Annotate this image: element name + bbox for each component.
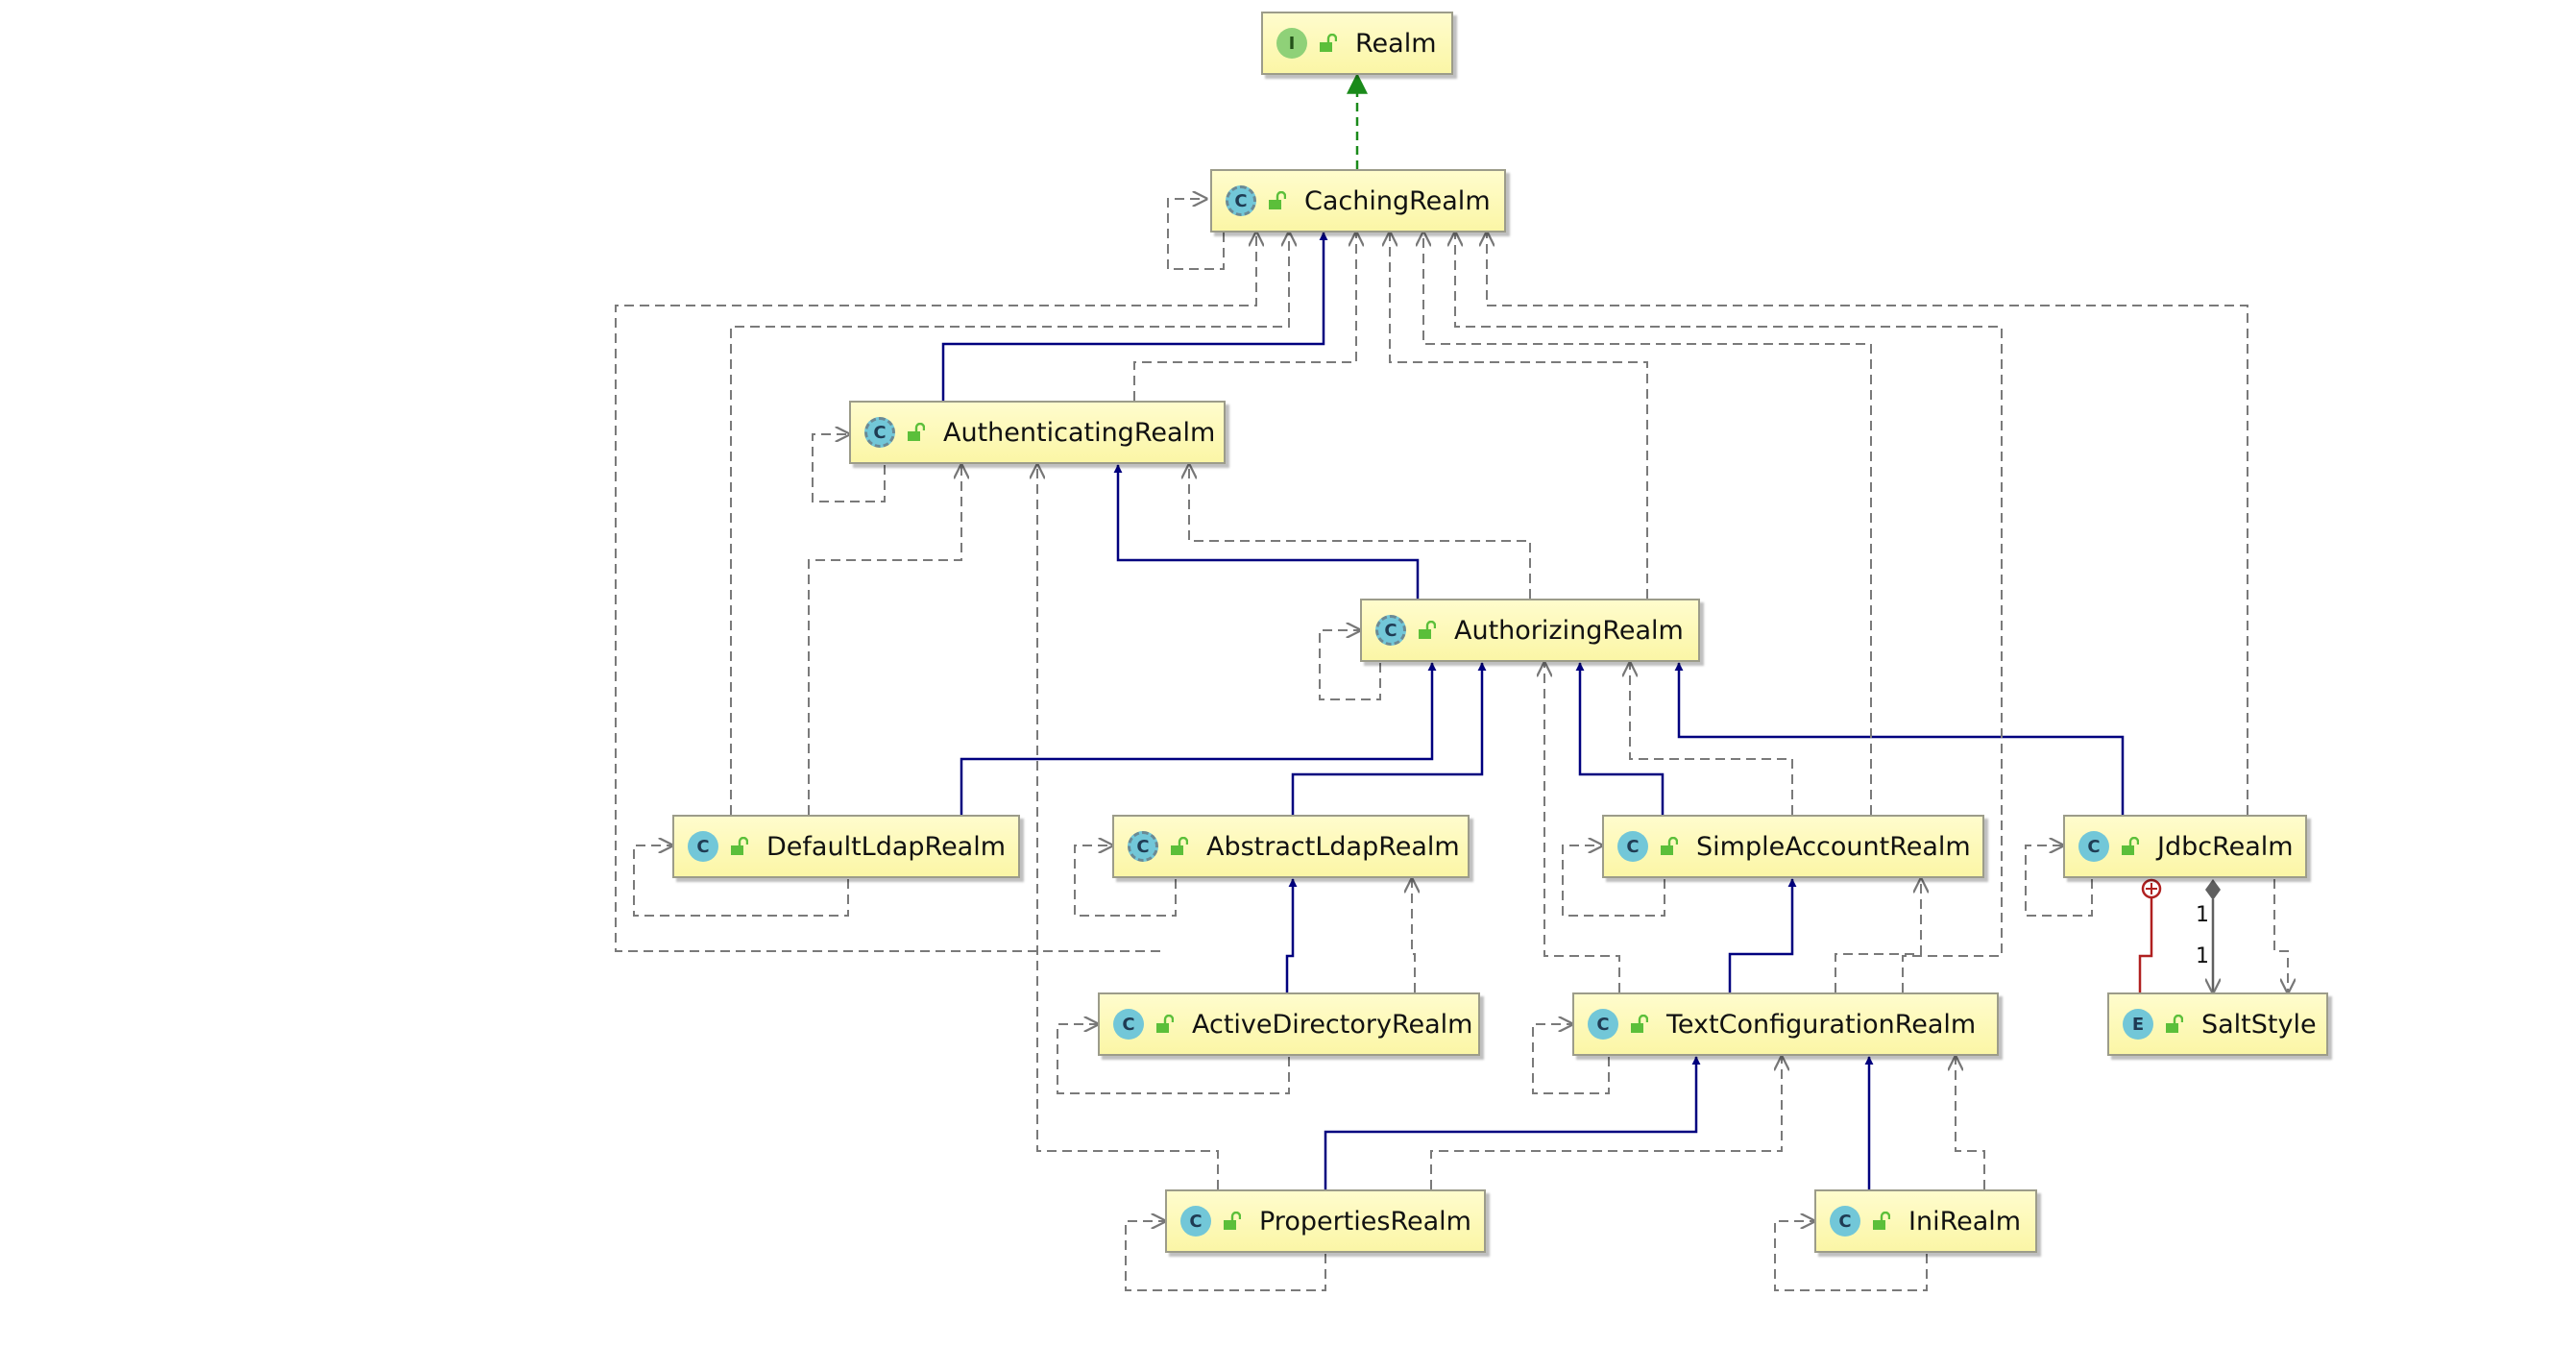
node-name: JdbcRealm: [2157, 831, 2294, 862]
node-realm[interactable]: I Realm: [1261, 12, 1453, 75]
abstract-class-icon: C: [1226, 185, 1256, 216]
node-simple-account-realm[interactable]: C SimpleAccountRealm: [1602, 815, 1984, 878]
unlocked-icon: [1317, 33, 1338, 54]
unlocked-icon: [1870, 1211, 1891, 1232]
enum-icon: E: [2123, 1009, 2153, 1040]
node-name: AbstractLdapRealm: [1206, 831, 1460, 862]
unlocked-icon: [1168, 836, 1189, 857]
extends-abstractldap-authorizing: [1291, 662, 1487, 815]
unlocked-icon: [1628, 1014, 1649, 1035]
unlocked-icon: [728, 836, 749, 857]
node-name: PropertiesRealm: [1259, 1206, 1471, 1237]
node-abstract-ldap-realm[interactable]: C AbstractLdapRealm: [1112, 815, 1470, 878]
node-name: SaltStyle: [2201, 1009, 2317, 1040]
class-icon: C: [1180, 1206, 1211, 1237]
extends-authenticating-caching: [941, 232, 1328, 401]
node-active-directory-realm[interactable]: C ActiveDirectoryRealm: [1098, 992, 1480, 1056]
extends-simpleaccount-authorizing: [1575, 662, 1665, 815]
class-icon: C: [1830, 1206, 1860, 1237]
node-text-configuration-realm[interactable]: C TextConfigurationRealm: [1572, 992, 1999, 1056]
node-name: TextConfigurationRealm: [1666, 1009, 1977, 1040]
class-icon: C: [1617, 831, 1648, 862]
extends-defaultldap-authorizing: [960, 662, 1437, 815]
node-properties-realm[interactable]: C PropertiesRealm: [1165, 1189, 1486, 1253]
abstract-class-icon: C: [1375, 615, 1406, 646]
node-name: CachingRealm: [1304, 185, 1491, 216]
node-salt-style[interactable]: E SaltStyle: [2107, 992, 2328, 1056]
unlocked-icon: [2163, 1014, 2184, 1035]
node-name: AuthorizingRealm: [1454, 615, 1684, 646]
composition-line: [2205, 879, 2221, 992]
unlocked-icon: [1266, 190, 1287, 211]
extends-properties-textconfig: [1324, 1056, 1701, 1189]
multiplicity-label: 1: [2196, 944, 2209, 968]
unlocked-icon: [2119, 836, 2140, 857]
extends-authorizing-authenticating: [1113, 464, 1420, 599]
extends-activedirectory-abstractldap: [1285, 878, 1298, 992]
dependency-lines: [615, 199, 2288, 1291]
nested-class-line: [2138, 878, 2162, 992]
node-authenticating-realm[interactable]: C AuthenticatingRealm: [849, 401, 1226, 464]
class-icon: C: [1113, 1009, 1144, 1040]
extends-jdbc-authorizing: [1674, 662, 2125, 815]
node-caching-realm[interactable]: C CachingRealm: [1210, 169, 1506, 233]
class-icon: C: [2078, 831, 2109, 862]
node-authorizing-realm[interactable]: C AuthorizingRealm: [1360, 599, 1700, 662]
node-default-ldap-realm[interactable]: C DefaultLdapRealm: [672, 815, 1020, 878]
abstract-class-icon: C: [864, 417, 895, 448]
multiplicity-label: 1: [2196, 903, 2209, 927]
unlocked-icon: [1658, 836, 1679, 857]
node-ini-realm[interactable]: C IniRealm: [1814, 1189, 2037, 1253]
node-name: AuthenticatingRealm: [943, 417, 1216, 448]
unlocked-icon: [1154, 1014, 1175, 1035]
unlocked-icon: [1221, 1211, 1242, 1232]
node-name: SimpleAccountRealm: [1696, 831, 1971, 862]
node-name: DefaultLdapRealm: [766, 831, 1007, 862]
node-name: ActiveDirectoryRealm: [1192, 1009, 1473, 1040]
class-icon: C: [688, 831, 718, 862]
extends-textconfig-simpleaccount: [1728, 878, 1797, 992]
unlocked-icon: [1416, 620, 1437, 641]
node-jdbc-realm[interactable]: C JdbcRealm: [2063, 815, 2307, 878]
node-name: Realm: [1355, 28, 1437, 59]
interface-icon: I: [1276, 28, 1307, 59]
class-icon: C: [1588, 1009, 1618, 1040]
extends-lines: [941, 232, 2125, 1189]
abstract-class-icon: C: [1128, 831, 1158, 862]
node-name: IniRealm: [1908, 1206, 2022, 1237]
unlocked-icon: [905, 422, 926, 443]
